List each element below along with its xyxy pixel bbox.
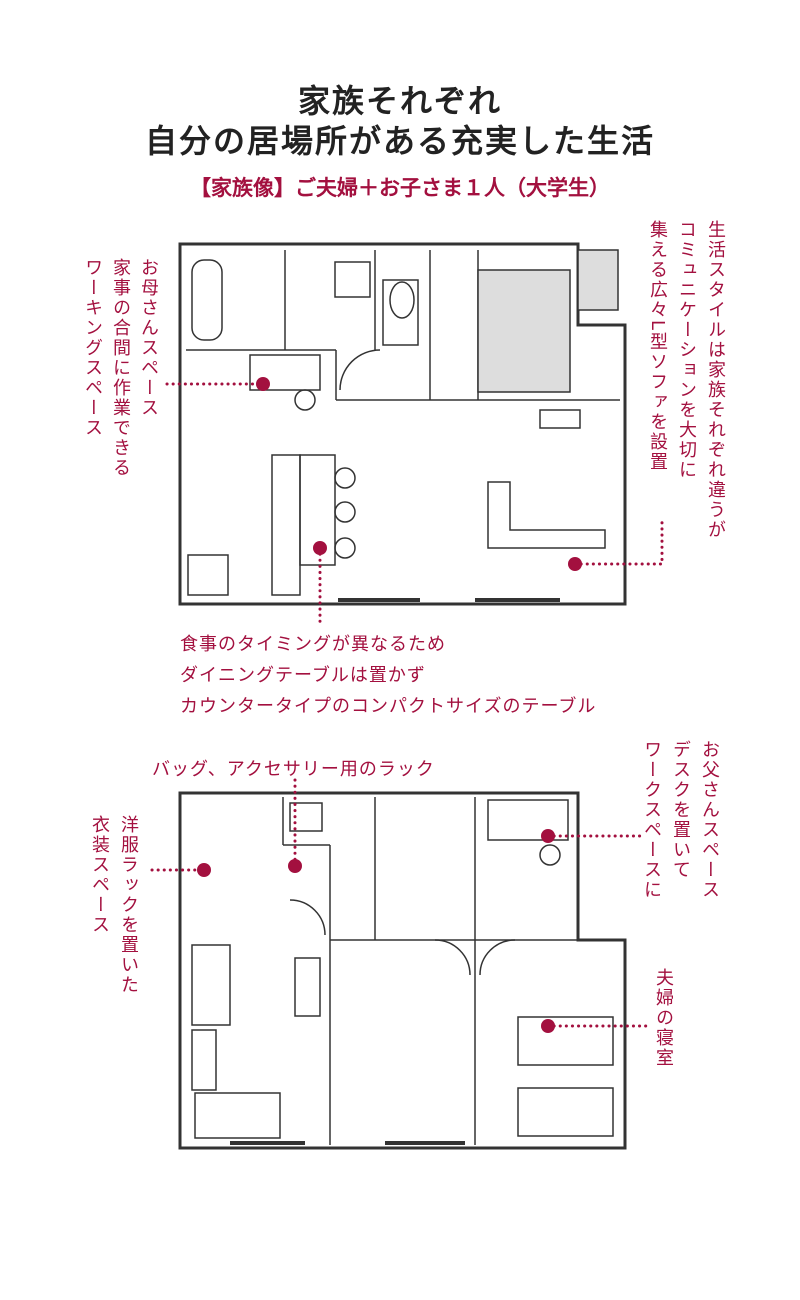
rack-note: バッグ、アクセサリー用のラック [152, 759, 435, 780]
marker-counter [313, 541, 327, 555]
subtitle: 【家族像】ご夫婦＋お子さま１人（大学生） [190, 176, 610, 200]
marker-bedroom [541, 1019, 555, 1033]
mother-note-2: 家事の合間に作業できる [110, 258, 131, 478]
title-line2: 自分の居場所がある充実した生活 [144, 122, 655, 160]
title-line1: 家族それぞれ [297, 82, 502, 120]
sofa-note-3: 集える広々L型ソファを設置 [647, 220, 668, 473]
marker-closet [197, 863, 211, 877]
closet-note-2: 衣装スペース [89, 815, 110, 935]
floor2-plan [178, 791, 627, 1150]
leader-lines [150, 382, 664, 1028]
floor1-plan [178, 242, 627, 606]
marker-father-space [541, 829, 555, 843]
father-note-2: デスクを置いて [670, 740, 691, 880]
father-note-1: お父さんスペース [699, 740, 720, 900]
sofa-note-2: コミュニケーションを大切に [676, 220, 697, 480]
marker-rack [288, 859, 302, 873]
mother-note-1: お母さんスペース [138, 258, 159, 418]
father-note-3: ワークスペースに [641, 740, 662, 900]
bedroom-note: 夫婦の寝室 [653, 968, 674, 1068]
sofa-note-1: 生活スタイルは家族それぞれ違うが [705, 220, 726, 540]
marker-mother-space [256, 377, 270, 391]
counter-note-3: カウンタータイプのコンパクトサイズのテーブル [180, 696, 597, 717]
markers [197, 377, 582, 1033]
counter-note-2: ダイニングテーブルは置かず [180, 665, 426, 686]
mother-note-3: ワーキングスペース [82, 258, 103, 438]
closet-note-1: 洋服ラックを置いた [118, 815, 139, 995]
counter-note-1: 食事のタイミングが異なるため [180, 634, 446, 655]
marker-sofa [568, 557, 582, 571]
